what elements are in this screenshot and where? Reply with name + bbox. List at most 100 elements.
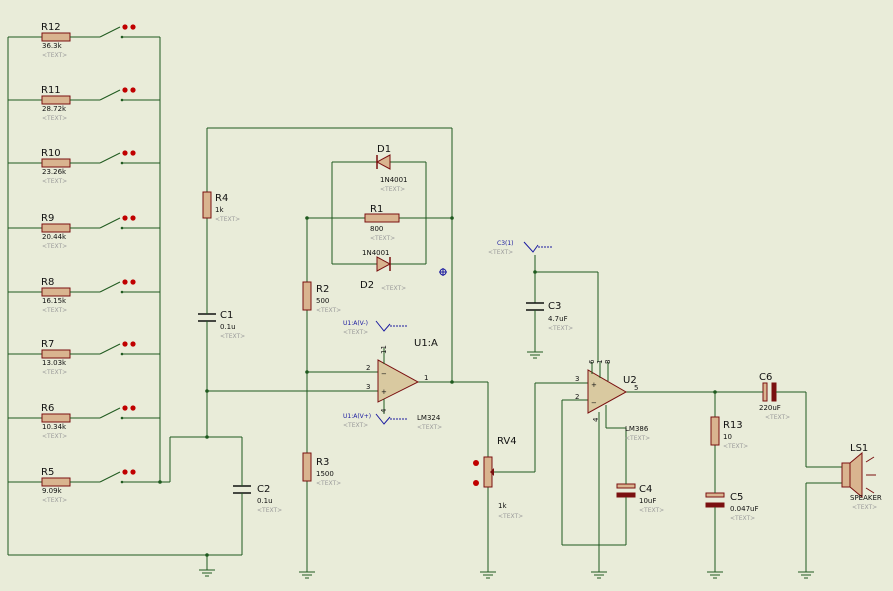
components-r3-ref-label: R3 xyxy=(316,457,329,468)
switch-contact xyxy=(122,87,128,93)
resistor-r1[interactable]: R1 800 <TEXT> xyxy=(364,204,400,242)
resistor-ref-label: R12 xyxy=(41,22,61,33)
pins-u1-pin3-label: 3 xyxy=(366,383,370,391)
ground-symbol xyxy=(299,571,315,579)
svg-text:+: + xyxy=(591,381,597,389)
switch-lever xyxy=(99,217,121,229)
switch-lever xyxy=(99,281,121,293)
switch-contact xyxy=(130,150,136,156)
capacitor-c3[interactable]: C3 4.7uF <TEXT> xyxy=(526,301,573,332)
amplifier-u2[interactable]: + − 3 2 5 6 8 1 4 U2 LM386 <TEXT> xyxy=(575,359,650,442)
text-placeholder-label: <TEXT> xyxy=(381,285,406,292)
text-placeholder-label: <TEXT> xyxy=(498,513,523,520)
resistor-r9[interactable] xyxy=(41,223,71,233)
components-u1-value-label: LM324 xyxy=(417,414,441,422)
opamp-u1[interactable]: − + 2 3 1 11 4 U1:A LM324 <TEXT> xyxy=(366,338,442,431)
resistor-r6[interactable] xyxy=(41,413,71,423)
components-r13-ref-label: R13 xyxy=(723,420,743,431)
speaker-ls1[interactable]: LS1 SPEAKER <TEXT> xyxy=(841,443,882,511)
text-placeholder-label: <TEXT> xyxy=(625,435,650,442)
components-c4-ref-label: C4 xyxy=(639,484,652,495)
text-placeholder-label: <TEXT> xyxy=(343,329,368,336)
diode-d2[interactable]: 1N4001 D2 <TEXT> xyxy=(360,249,406,292)
text-placeholder-label: <TEXT> xyxy=(548,325,573,332)
probes-u1-vplus-label: U1:A(V+) xyxy=(343,413,371,420)
switch-pivot xyxy=(120,35,124,39)
switch-pivot xyxy=(120,98,124,102)
switch-contact xyxy=(130,24,136,30)
components-r13-value-label: 10 xyxy=(723,433,732,441)
resistor-value-label: 16.15k xyxy=(42,297,67,305)
pins-u2-pin8-label: 8 xyxy=(604,360,612,364)
resistor-r4[interactable]: R4 1k <TEXT> xyxy=(202,191,240,223)
switch-contact xyxy=(122,24,128,30)
capacitor-c1[interactable]: C1 0.1u <TEXT> xyxy=(198,309,245,340)
resistor-r13[interactable]: R13 10 <TEXT> xyxy=(710,416,748,450)
text-placeholder-label: <TEXT> xyxy=(723,443,748,450)
text-placeholder-label: <TEXT> xyxy=(639,507,664,514)
resistor-r2[interactable]: R2 500 <TEXT> xyxy=(302,281,341,314)
components-c3-value-label: 4.7uF xyxy=(548,315,568,323)
voltage-probe-u1-vplus[interactable]: U1:A(V+) <TEXT> xyxy=(343,413,407,429)
probes-c3-node-label: C3(1) xyxy=(497,240,514,247)
capacitor-c2[interactable]: C2 0.1u <TEXT> xyxy=(233,478,282,514)
pins-u1-pin1-label: 1 xyxy=(424,374,428,382)
resistor-value-label: 23.26k xyxy=(42,168,67,176)
switch-contact xyxy=(130,405,136,411)
pins-u2-pin6-label: 6 xyxy=(588,359,596,364)
svg-text:−: − xyxy=(591,399,597,407)
diode-d1[interactable]: D1 1N4001 <TEXT> xyxy=(375,144,408,193)
switch-contact xyxy=(130,215,136,221)
switch-lever xyxy=(99,26,121,38)
text-placeholder: <TEXT> xyxy=(42,369,67,376)
pins-u2-pin5-label: 5 xyxy=(634,384,638,392)
ladder-branch-r5[interactable]: R59.09k<TEXT> xyxy=(8,467,160,504)
components-rv4-value-label: 1k xyxy=(498,502,507,510)
text-placeholder-label: <TEXT> xyxy=(417,424,442,431)
components-c4-value-label: 10uF xyxy=(639,497,656,505)
resistor-ref-label: R11 xyxy=(41,85,61,96)
resistor-r7[interactable] xyxy=(41,349,71,359)
components-c5-ref-label: C5 xyxy=(730,492,743,503)
capacitor-c4[interactable]: C4 10uF <TEXT> xyxy=(616,478,664,514)
resistor-r8[interactable] xyxy=(41,287,71,297)
switch-pivot xyxy=(120,290,124,294)
plus-sign: + xyxy=(381,388,387,396)
components-c1-ref-label: C1 xyxy=(220,310,233,321)
switch-contact xyxy=(122,279,128,285)
capacitor-c5[interactable]: C5 0.047uF <TEXT> xyxy=(705,489,759,522)
resistor-value-label: 13.03k xyxy=(42,359,67,367)
potentiometer-rv4[interactable]: RV4 1k <TEXT> xyxy=(473,436,523,520)
resistor-r5[interactable] xyxy=(41,477,71,487)
pins-u1-pin4-label: 4 xyxy=(380,408,388,413)
resistor-r11[interactable] xyxy=(41,95,71,105)
switch-contact xyxy=(122,150,128,156)
text-placeholder-label: <TEXT> xyxy=(370,235,395,242)
voltage-probe-c3[interactable]: C3(1) <TEXT> xyxy=(488,240,552,256)
resistor-ref-label: R9 xyxy=(41,213,54,224)
components-ls1-value-label: SPEAKER xyxy=(850,494,882,502)
minus-sign: − xyxy=(381,370,387,378)
voltage-probe-u1-vminus[interactable]: U1:A(V-) <TEXT> xyxy=(343,320,407,336)
crosshair-icon xyxy=(439,268,447,276)
pins-u1-pin11-label: 11 xyxy=(380,345,388,354)
pins-u2-pin1-label: 1 xyxy=(596,360,604,364)
text-placeholder-label: <TEXT> xyxy=(316,307,341,314)
text-placeholder-label: <TEXT> xyxy=(257,507,282,514)
resistor-r10[interactable] xyxy=(41,158,71,168)
switch-pivot xyxy=(120,161,124,165)
switch-contact xyxy=(130,469,136,475)
components-r4-value-label: 1k xyxy=(215,206,224,214)
ground-symbol xyxy=(798,571,814,579)
capacitor-c6[interactable]: C6 220uF <TEXT> xyxy=(757,372,790,421)
resistor-r12[interactable] xyxy=(41,32,71,42)
components-c2-value-label: 0.1u xyxy=(257,497,273,505)
resistor-r3[interactable]: R3 1500 <TEXT> xyxy=(302,452,341,487)
